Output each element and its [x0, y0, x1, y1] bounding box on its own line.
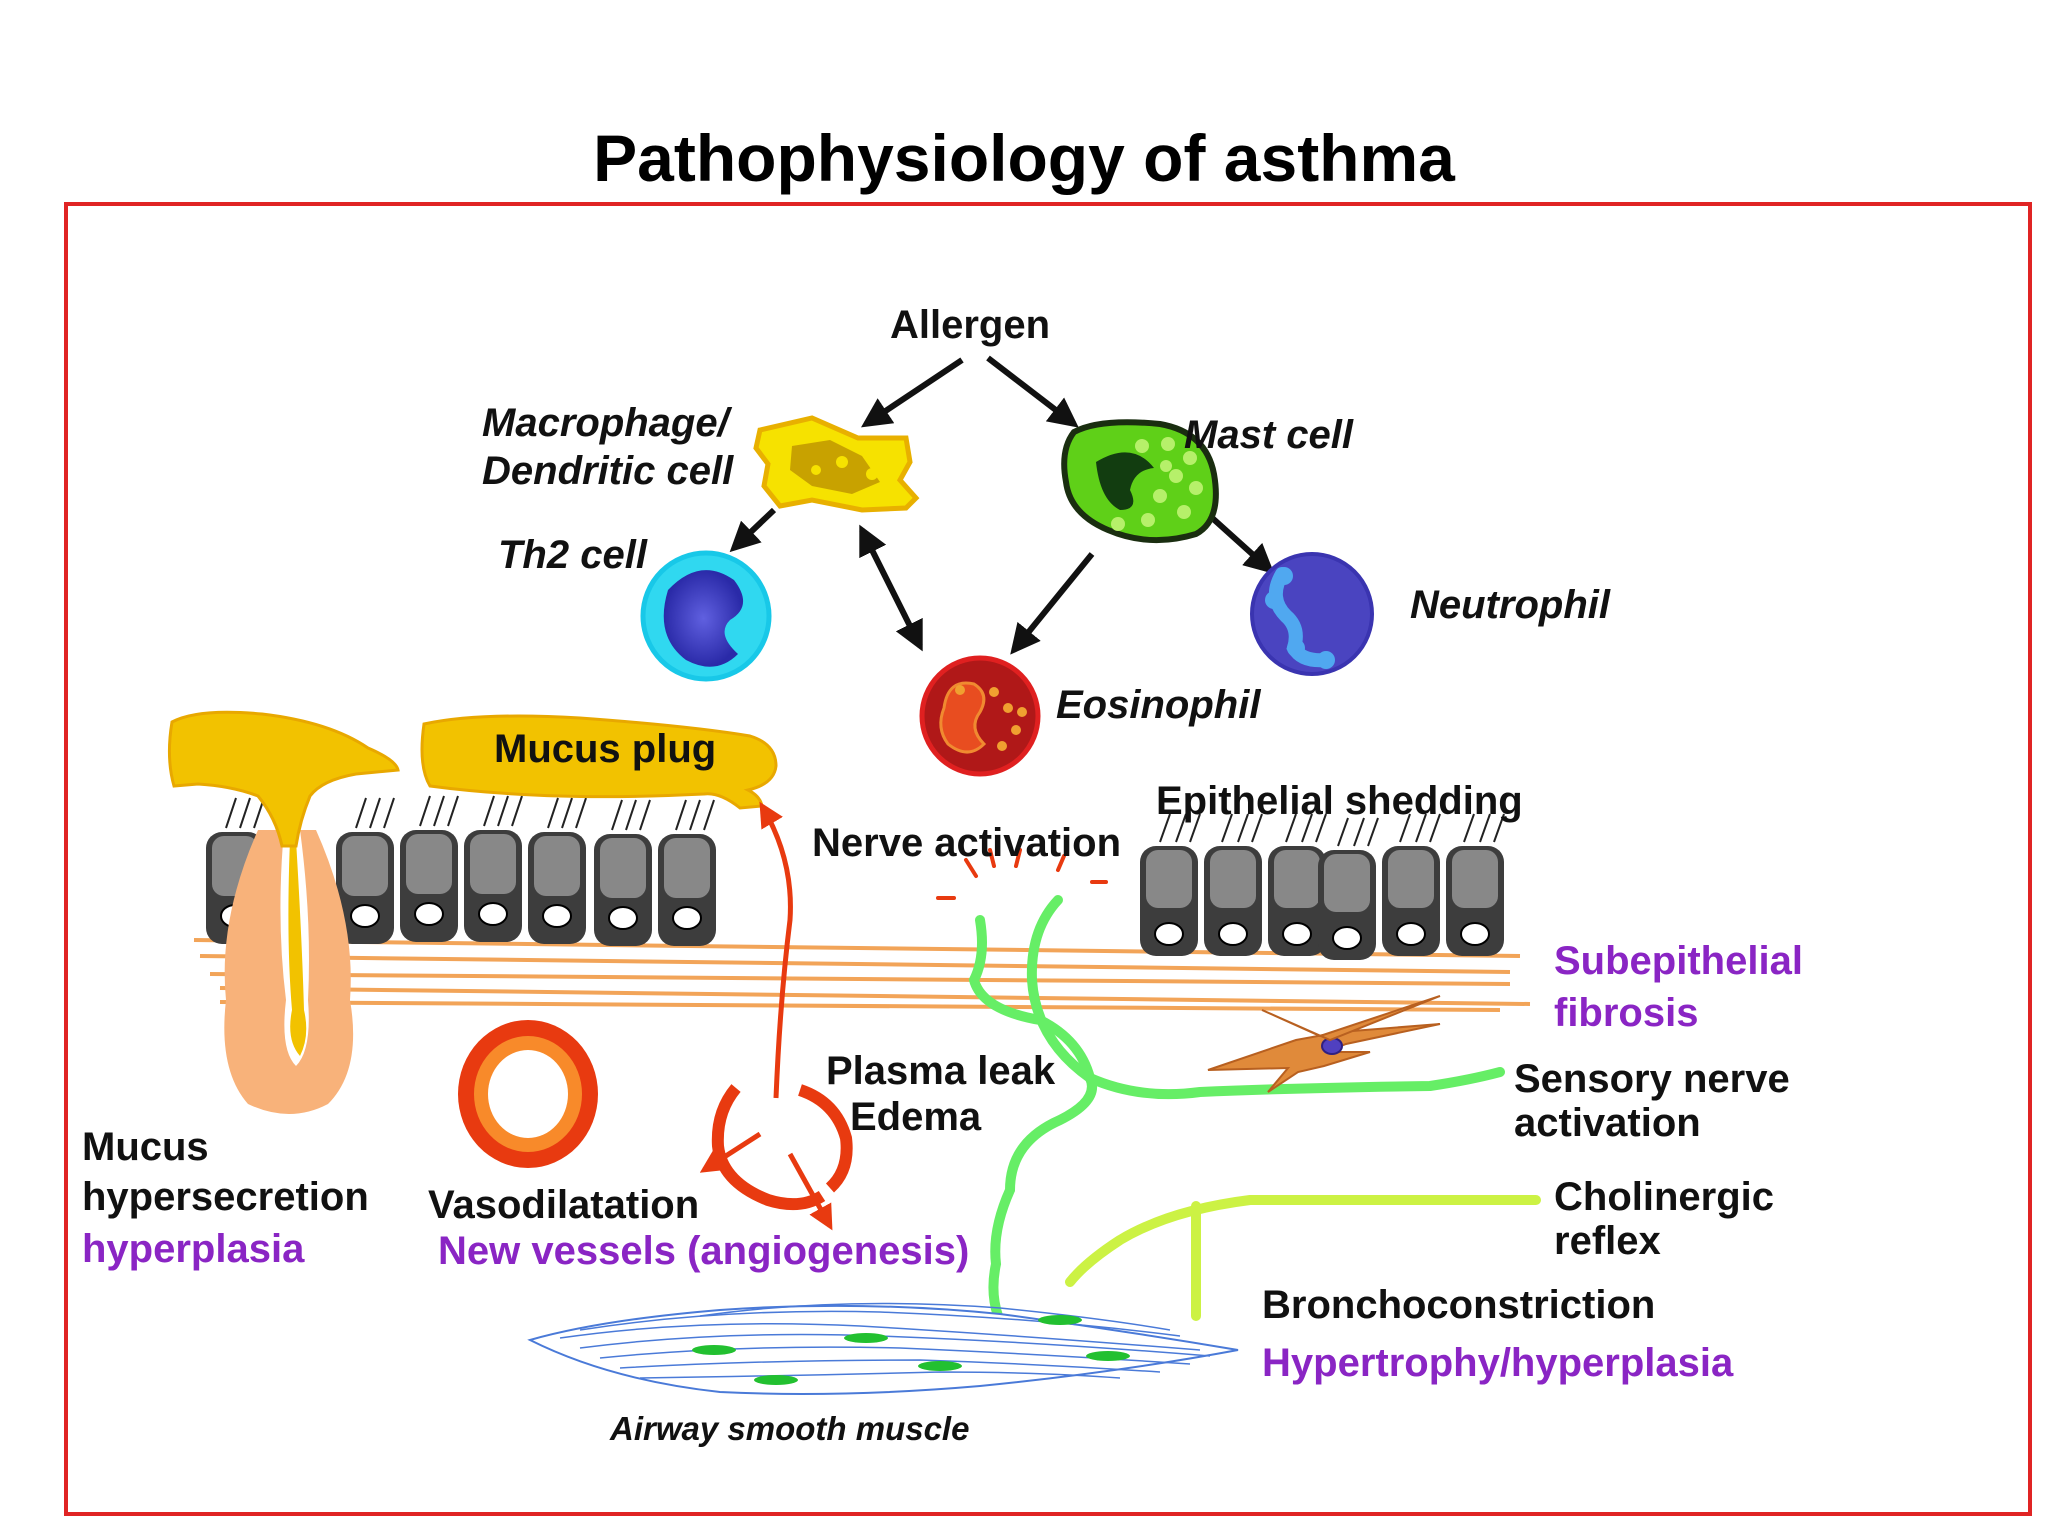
mast-cell-icon: [1061, 419, 1219, 544]
label-neutrophil: Neutrophil: [1410, 583, 1611, 627]
eosinophil-icon: [919, 655, 1041, 777]
label-mucus: Mucus: [82, 1125, 209, 1169]
label-subepithelial: Subepithelial: [1554, 939, 1803, 983]
arrow-mast-eosinophil: [1010, 552, 1095, 655]
fibroblast-icon: [1207, 995, 1441, 1093]
nerve-activation-sparks: [936, 848, 1108, 900]
epithelial-cells-left: [206, 795, 716, 946]
epithelial-cells-right: [1140, 813, 1505, 960]
label-vasodilatation: Vasodilatation: [428, 1183, 699, 1227]
label-edema: Edema: [850, 1095, 982, 1139]
sensory-nerve: [968, 895, 1505, 1321]
neutrophil-icon: [1250, 552, 1374, 676]
airway-smooth-muscle-icon: [527, 1302, 1239, 1395]
label-airway-smooth-muscle: Airway smooth muscle: [609, 1410, 969, 1447]
plasma-leak-vessel-icon: [699, 1084, 853, 1231]
label-hypersecretion: hypersecretion: [82, 1175, 369, 1219]
label-mucus-plug: Mucus plug: [494, 727, 716, 771]
label-dendritic: Dendritic cell: [482, 449, 734, 493]
goblet-cell-icon: [224, 830, 354, 1114]
arrow-macrophage-th2: [729, 507, 777, 553]
label-fibrosis: fibrosis: [1554, 991, 1698, 1035]
arrow-to-mucus-plug: [759, 801, 793, 1099]
label-reflex: reflex: [1554, 1219, 1661, 1263]
label-cholinergic: Cholinergic: [1554, 1175, 1774, 1219]
page-title: Pathophysiology of asthma: [593, 121, 1455, 195]
th2-cell-icon: [640, 550, 772, 682]
label-sensory-nerve: Sensory nerve: [1514, 1057, 1790, 1101]
label-epithelial-shedding: Epithelial shedding: [1156, 779, 1523, 823]
label-hyperplasia: hyperplasia: [82, 1227, 305, 1271]
arrow-mast-neutrophil: [1207, 513, 1275, 575]
label-macrophage: Macrophage/: [482, 401, 733, 445]
macrophage-icon: [753, 415, 920, 513]
label-new-vessels: New vessels (angiogenesis): [438, 1229, 969, 1273]
diagram-frame: [64, 202, 2032, 1516]
mucus-plug-icon: [167, 710, 778, 848]
label-plasma-leak: Plasma leak: [826, 1049, 1056, 1093]
label-hypertrophy: Hypertrophy/hyperplasia: [1262, 1341, 1734, 1385]
label-bronchoconstriction: Bronchoconstriction: [1262, 1283, 1655, 1327]
vasodilatation-icon: [458, 1020, 598, 1168]
arrow-macrophage-eosinophil: [859, 524, 923, 652]
arrow-allergen-mast: [986, 355, 1079, 428]
label-th2-cell: Th2 cell: [498, 533, 648, 577]
arrow-allergen-macrophage: [861, 357, 964, 428]
label-sensory-activation: activation: [1514, 1101, 1701, 1145]
label-allergen: Allergen: [890, 303, 1050, 347]
label-eosinophil: Eosinophil: [1056, 683, 1261, 727]
label-nerve-activation: Nerve activation: [812, 821, 1121, 865]
cholinergic-reflex: [1065, 1195, 1541, 1321]
label-mast-cell: Mast cell: [1184, 413, 1354, 457]
